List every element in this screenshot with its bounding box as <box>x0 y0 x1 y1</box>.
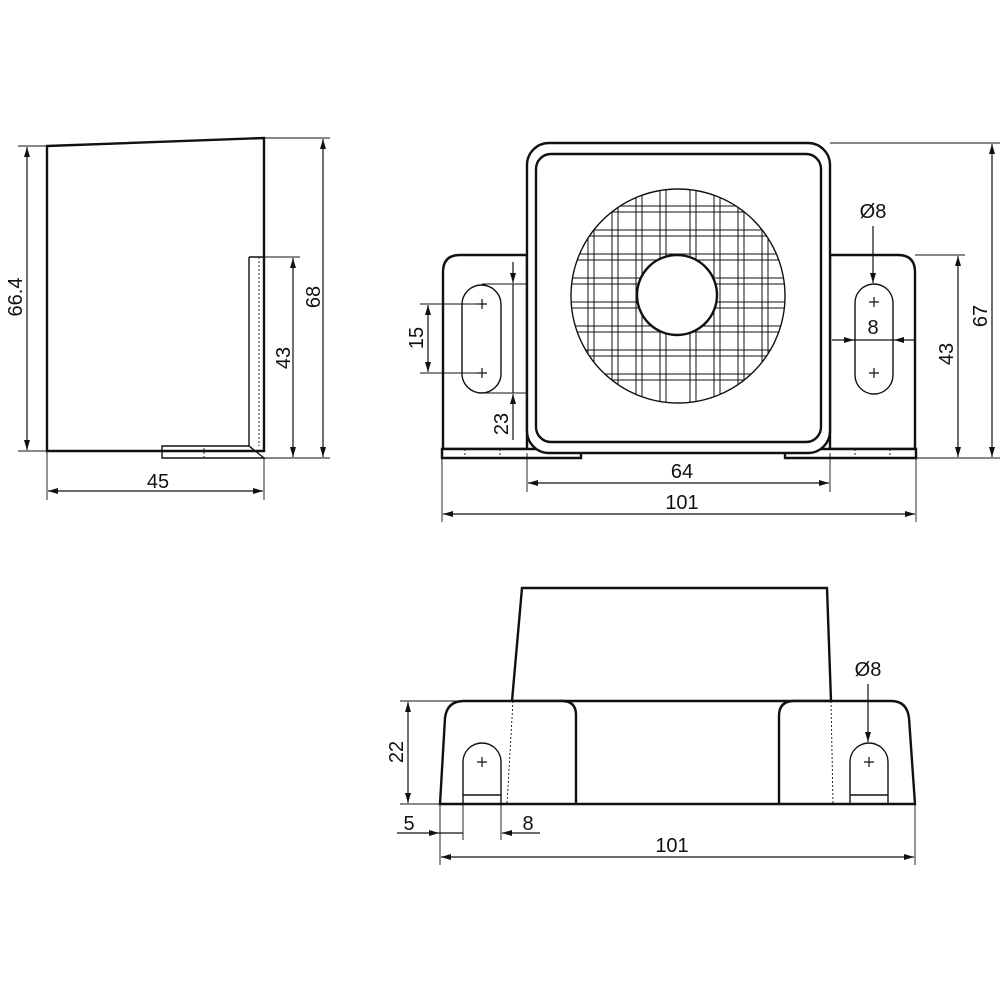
dim-front-slot-width: 8 <box>867 317 878 339</box>
side-view: 66.4 68 43 45 <box>5 136 330 500</box>
bottom-right-slot <box>849 742 889 804</box>
front-view: 15 23 Ø8 8 43 67 64 101 <box>406 141 1000 522</box>
dim-edge-offset: 5 <box>403 813 414 835</box>
bottom-left-slot <box>462 742 502 804</box>
speaker-grille <box>570 188 786 404</box>
dim-overall-height: 67 <box>970 305 992 327</box>
dim-overall-width: 101 <box>665 492 698 514</box>
side-housing <box>45 136 266 453</box>
front-left-flange <box>441 253 529 451</box>
dim-front-hole-diameter: Ø8 <box>860 201 887 223</box>
dim-side-height-right: 68 <box>303 286 325 308</box>
bottom-base <box>438 699 917 806</box>
dim-flange-height: 22 <box>386 741 408 763</box>
dim-mount-height: 43 <box>936 343 958 365</box>
bottom-housing <box>510 586 833 703</box>
dim-slot-spacing: 15 <box>406 327 428 349</box>
bottom-hidden-edge-left <box>506 700 514 805</box>
front-left-slot <box>461 284 502 394</box>
dim-bottom-hole-diameter: Ø8 <box>855 659 882 681</box>
front-right-slot <box>854 283 894 395</box>
grille-center-hub <box>635 253 719 337</box>
front-right-flange <box>828 253 917 451</box>
dim-body-width: 64 <box>671 461 693 483</box>
dim-side-height-left: 66.4 <box>5 278 27 317</box>
dim-side-slot-height: 43 <box>273 347 295 369</box>
dim-bottom-slot-width: 8 <box>522 813 533 835</box>
side-bracket <box>161 256 266 459</box>
dim-bottom-overall-width: 101 <box>655 835 688 857</box>
dim-side-width: 45 <box>147 471 169 493</box>
bottom-hidden-edge-right <box>830 700 834 805</box>
bottom-view: 22 Ø8 5 8 101 <box>386 586 917 865</box>
dim-slot-offset: 23 <box>491 413 513 435</box>
